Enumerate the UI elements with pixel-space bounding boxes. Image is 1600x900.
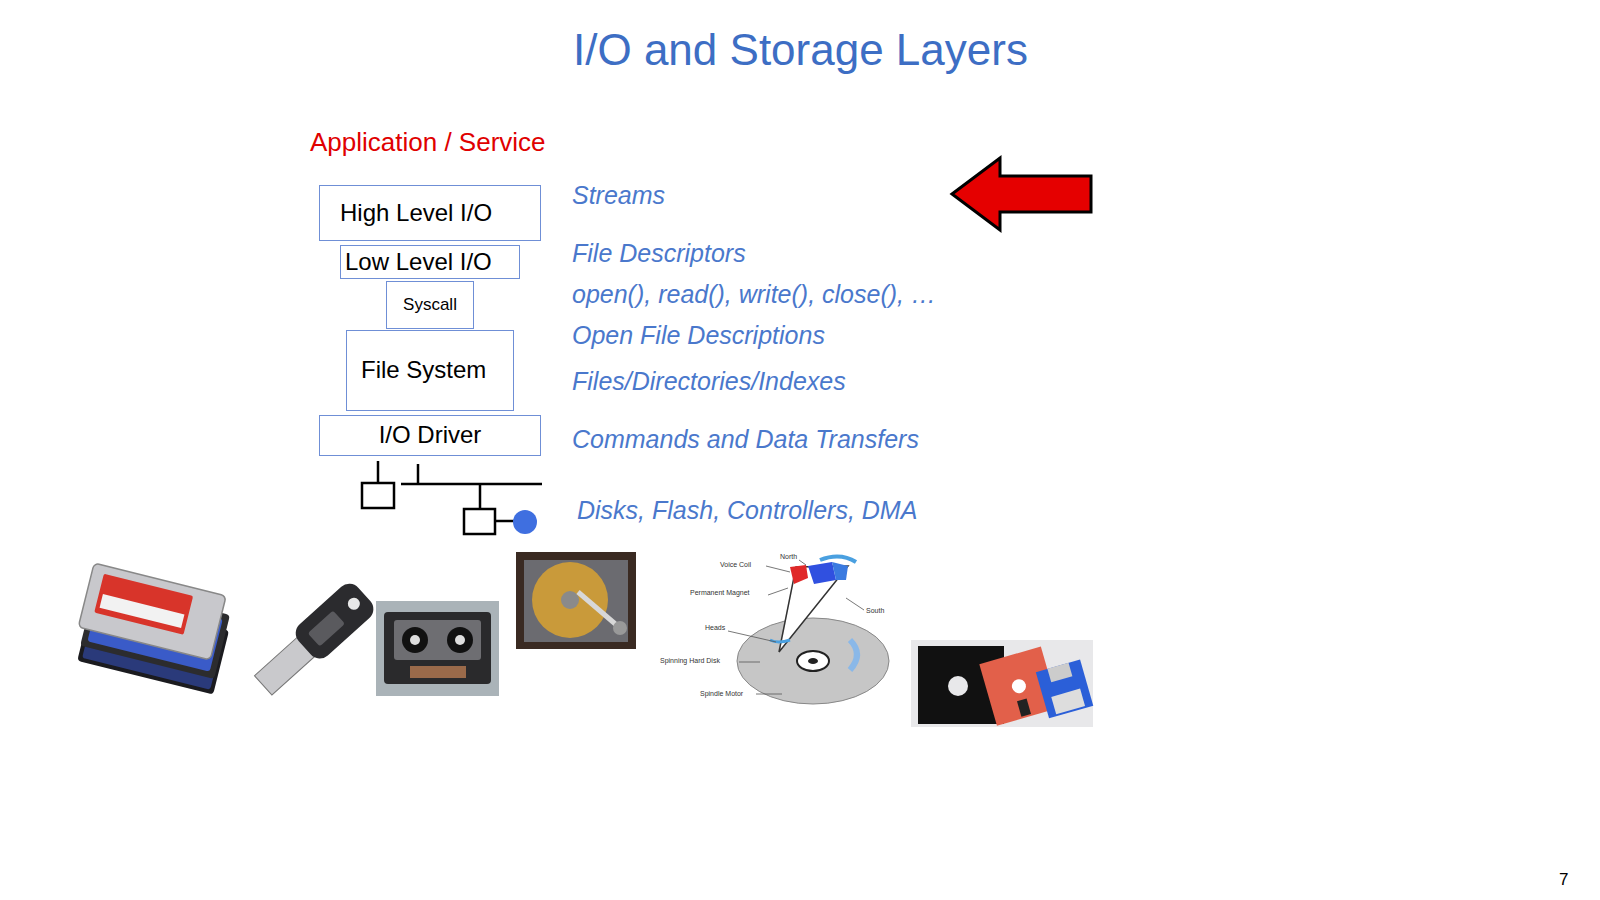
layer-heading: Application / Service: [310, 127, 546, 158]
layer-description: Commands and Data Transfers: [572, 424, 919, 454]
layer-box: Syscall: [386, 281, 474, 329]
box-label: Low Level I/O: [345, 248, 492, 277]
cassette-picture: [376, 601, 499, 696]
red-arrow: [952, 158, 1091, 230]
layer-description: File Descriptors: [572, 238, 746, 268]
layer-description: open(), read(), write(), close(), …: [572, 279, 936, 309]
disk-diagram: [728, 556, 889, 704]
hard-drive-picture: [516, 552, 636, 649]
device-dot: [513, 510, 537, 534]
box-label: Syscall: [403, 295, 457, 315]
layer-description: Streams: [572, 180, 665, 210]
title: I/O and Storage Layers: [573, 24, 1028, 77]
page-number: 7: [1559, 870, 1568, 890]
box-label: File System: [361, 356, 486, 385]
box-label: High Level I/O: [340, 199, 492, 228]
layer-description: Disks, Flash, Controllers, DMA: [577, 495, 917, 525]
part-label: Spindle Motor: [700, 690, 743, 698]
part-label: Permanent Magnet: [690, 589, 750, 597]
box-label: I/O Driver: [379, 421, 482, 450]
layer-description: Open File Descriptions: [572, 320, 825, 350]
layer-box: File System: [346, 330, 514, 411]
part-label: North: [780, 553, 797, 561]
part-label: Heads: [705, 624, 725, 632]
layer-description: Files/Directories/Indexes: [572, 366, 846, 396]
floppy-picture: [911, 640, 1093, 727]
layer-box: High Level I/O: [319, 185, 541, 241]
bus-symbol: [362, 461, 542, 534]
part-label: Voice Coil: [720, 561, 751, 569]
part-label: Spinning Hard Disk: [660, 657, 720, 665]
layer-box: I/O Driver: [319, 415, 541, 456]
usb-picture: [249, 579, 378, 701]
part-label: South: [866, 607, 884, 615]
layer-box: Low Level I/O: [340, 245, 520, 279]
ssd-picture: [77, 563, 230, 695]
